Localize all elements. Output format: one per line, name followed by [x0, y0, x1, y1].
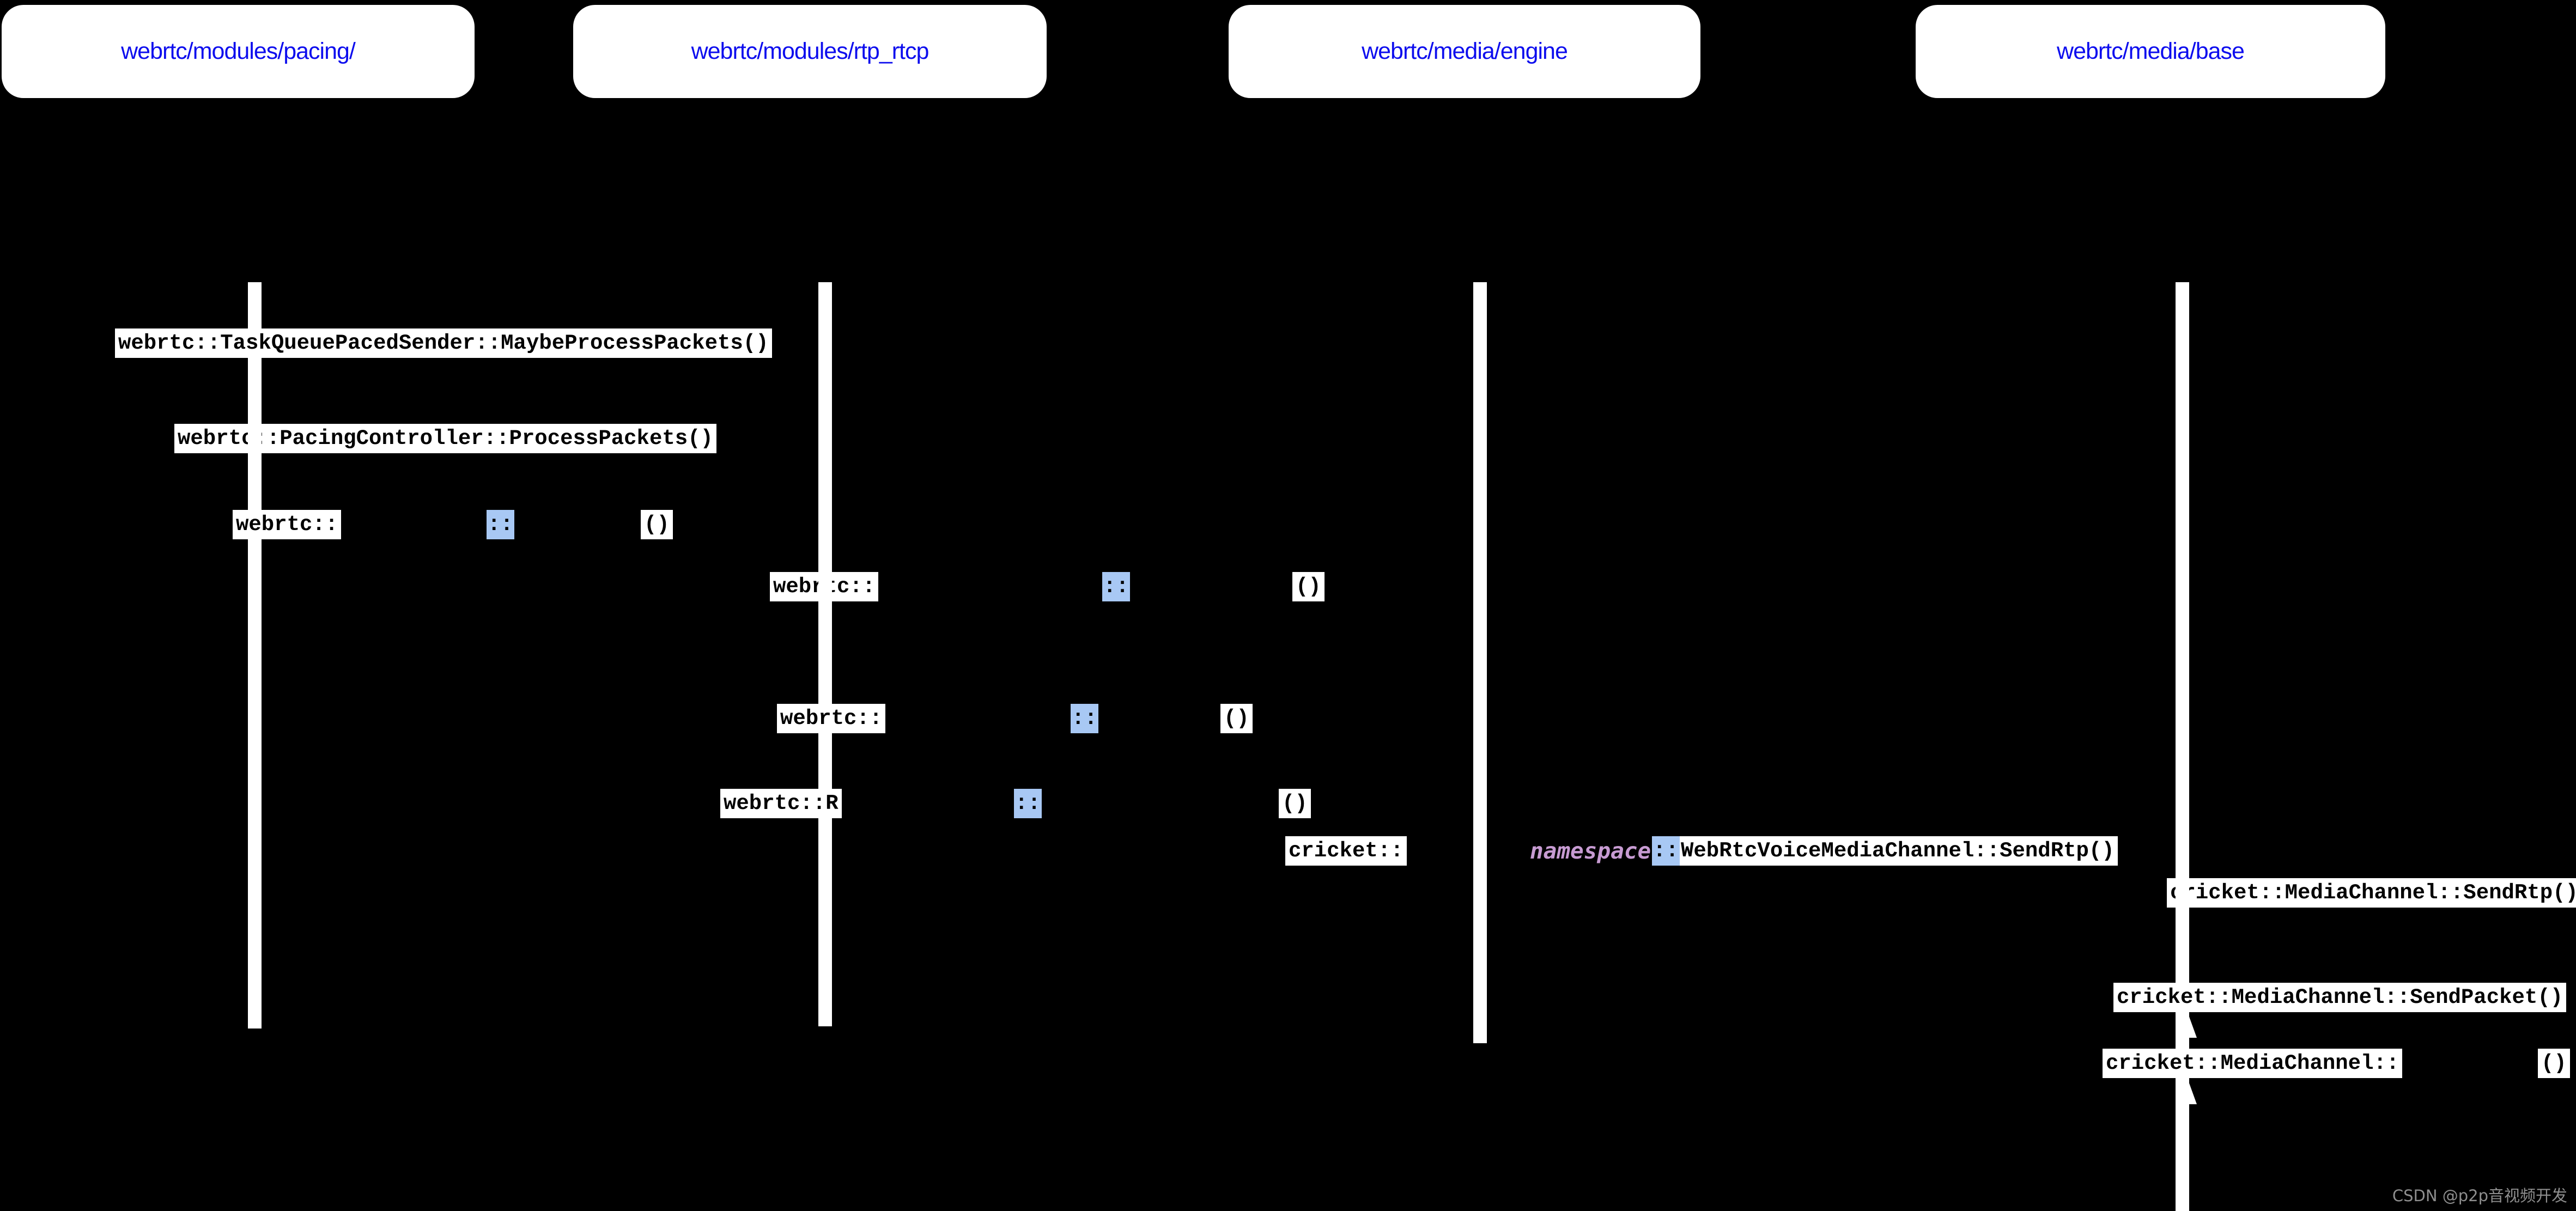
voice-media-channel-send-rtp-segment-3: WebRtcVoiceMediaChannel::SendRtp() [1678, 836, 2118, 866]
module-box-label: webrtc/media/base [2057, 38, 2245, 64]
lifeline-1 [818, 282, 832, 1026]
media-channel-send-packet-segment-0: cricket::MediaChannel::SendPacket() [2113, 983, 2567, 1012]
maybe-process-packets-segment-0: webrtc::TaskQueuePacedSender::MaybeProce… [115, 328, 772, 358]
rtp-hidden-call-1-segment-1: :: [1102, 572, 1130, 601]
module-box-label: webrtc/modules/rtp_rtcp [691, 38, 929, 64]
module-box-0: webrtc/modules/pacing/ [2, 5, 475, 98]
rtp-hidden-call-2-segment-1: :: [1071, 704, 1098, 733]
module-box-3: webrtc/media/base [1916, 5, 2385, 98]
module-box-label: webrtc/media/engine [1362, 38, 1568, 64]
up-arrowhead-0 [2178, 1012, 2197, 1038]
rtp-hidden-call-3-segment-1: :: [1014, 789, 1042, 818]
lifeline-2 [1473, 282, 1487, 1043]
pacing-hidden-call-segment-0: webrtc:: [233, 510, 342, 539]
rtp-hidden-call-1-segment-2: () [1292, 572, 1325, 601]
rtp-hidden-call-3-segment-0: webrtc::R [720, 789, 842, 818]
module-box-label: webrtc/modules/pacing/ [121, 38, 356, 64]
up-arrowhead-1 [2178, 1079, 2197, 1104]
voice-media-channel-send-rtp-segment-0: cricket:: [1285, 836, 1407, 866]
rtp-hidden-call-2-segment-2: () [1220, 704, 1253, 733]
module-box-1: webrtc/modules/rtp_rtcp [573, 5, 1047, 98]
voice-media-channel-send-rtp-segment-1: namespace [1530, 838, 1651, 864]
pacing-hidden-call-segment-2: () [641, 510, 673, 539]
process-packets-segment-0: webrtc::PacingController::ProcessPackets… [174, 424, 716, 453]
rtp-hidden-call-2-segment-0: webrtc:: [777, 704, 886, 733]
lifeline-0 [248, 282, 262, 1029]
module-box-2: webrtc/media/engine [1229, 5, 1700, 98]
watermark: CSDN @p2p音视频开发 [2392, 1186, 2567, 1205]
rtp-hidden-call-3-segment-2: () [1279, 789, 1311, 818]
voice-media-channel-send-rtp-segment-2: :: [1652, 836, 1680, 866]
media-channel-do-send-packet-segment-1: () [2538, 1049, 2570, 1078]
pacing-hidden-call-segment-1: :: [487, 510, 514, 539]
media-channel-send-rtp-segment-0: cricket::MediaChannel::SendRtp() [2167, 878, 2576, 908]
media-channel-do-send-packet-segment-0: cricket::MediaChannel:: [2103, 1049, 2403, 1078]
